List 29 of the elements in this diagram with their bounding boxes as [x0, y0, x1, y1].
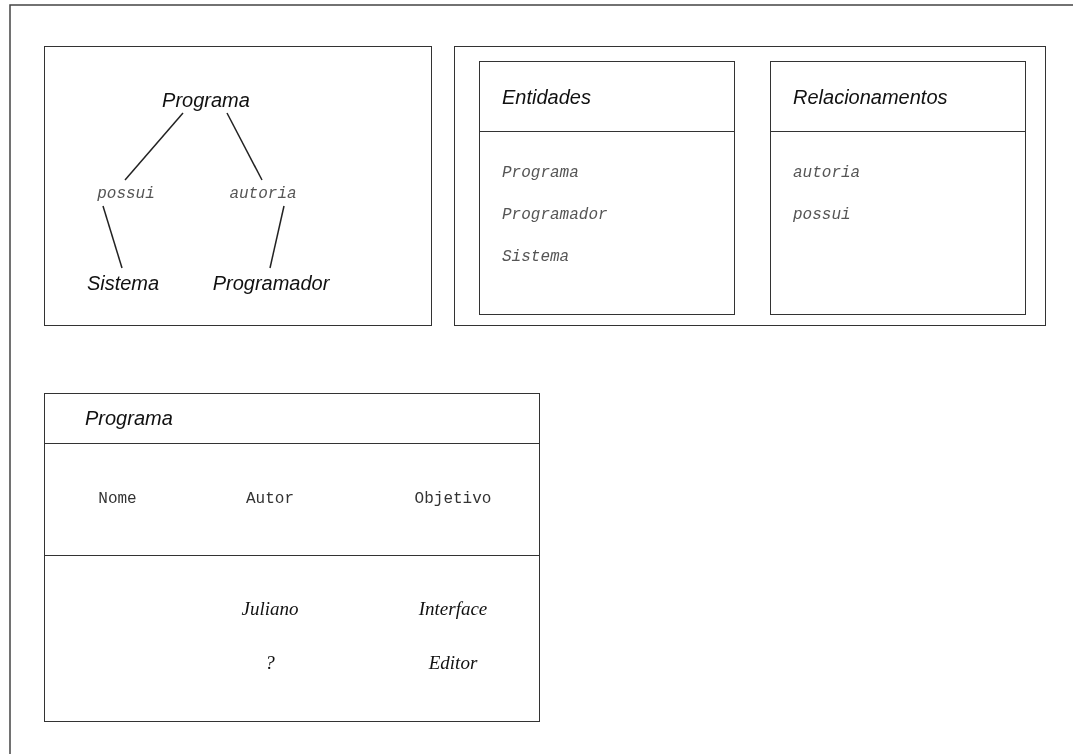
connector-line [102, 205, 123, 269]
list-item: autoria [793, 164, 861, 182]
list-item: possui [793, 206, 851, 224]
table-cell-text: Interface [417, 598, 489, 620]
connector-line [124, 112, 184, 181]
list-item: Programa [502, 164, 579, 182]
list-heading: Relacionamentos [793, 86, 948, 109]
relationship-label: autoria [214, 181, 312, 207]
table-cell-text: ? [264, 652, 276, 674]
entity-label: Programa [146, 86, 266, 114]
table-cell-text: Editor [427, 652, 479, 674]
table-title: Programa [85, 407, 173, 430]
diagram-panel [44, 46, 432, 326]
table-panel [44, 393, 540, 722]
connector-line [269, 205, 285, 269]
column-header: Objetivo [413, 490, 493, 508]
list-panel-group [454, 46, 1046, 326]
list-item: Sistema [502, 248, 570, 266]
column-header: Autor [245, 490, 295, 508]
list-heading: Entidades [502, 86, 591, 109]
entity-label: Sistema [76, 269, 170, 297]
relationship-label: possui [86, 181, 166, 207]
relationship-list-panel [770, 61, 1026, 315]
entity-label: Programador [205, 269, 337, 297]
connector-line [226, 112, 263, 181]
column-header: Nome [97, 490, 138, 508]
list-item: Programador [502, 206, 608, 224]
table-cell-text: Juliano [240, 598, 300, 620]
entity-list-panel [479, 61, 735, 315]
